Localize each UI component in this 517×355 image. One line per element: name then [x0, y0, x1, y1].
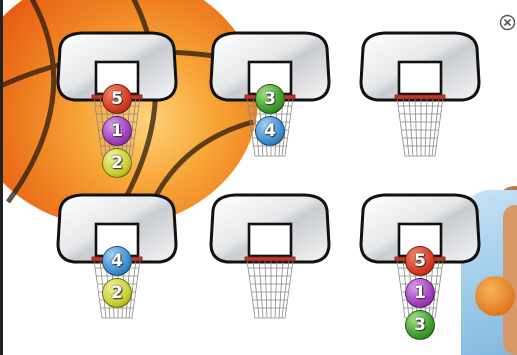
backboard [205, 192, 335, 312]
close-icon[interactable] [499, 14, 516, 31]
ball-yellow[interactable]: 2 [102, 278, 132, 308]
ball-red[interactable]: 5 [102, 84, 132, 114]
ball-yellow[interactable]: 2 [102, 148, 132, 178]
ball-blue[interactable]: 4 [255, 116, 285, 146]
ball-purple[interactable]: 1 [102, 116, 132, 146]
ball-green[interactable]: 3 [405, 310, 435, 340]
ball-blue[interactable]: 4 [102, 246, 132, 276]
ball-purple[interactable]: 1 [405, 278, 435, 308]
ball-green[interactable]: 3 [255, 84, 285, 114]
backboard [355, 30, 485, 150]
hoop-5[interactable] [205, 192, 335, 355]
hoop-3[interactable] [355, 30, 485, 205]
ball-red[interactable]: 5 [405, 246, 435, 276]
